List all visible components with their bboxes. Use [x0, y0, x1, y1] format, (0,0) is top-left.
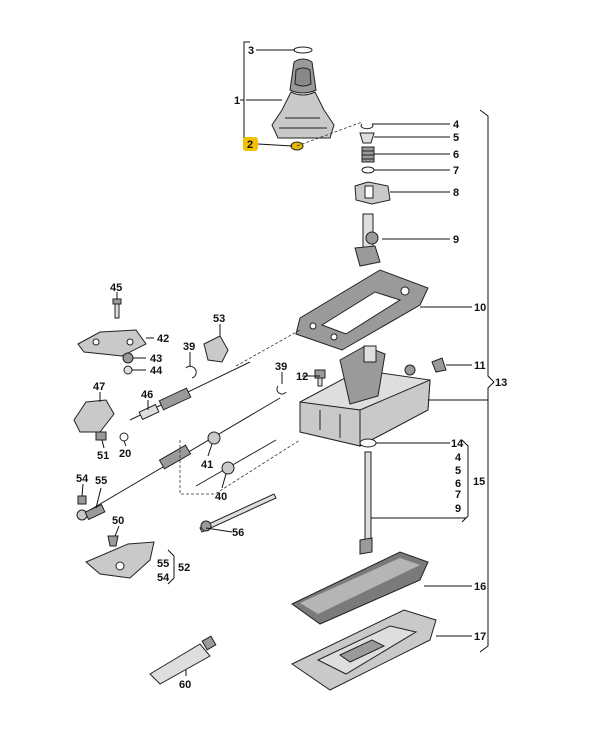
part-15-selector-rod [359, 451, 373, 555]
part-16-insulation-mat [291, 551, 429, 625]
callout-56: 56 [232, 527, 244, 539]
callout-7: 7 [453, 165, 459, 177]
part-11-nut [431, 357, 447, 373]
highlight-box-part-2 [243, 137, 258, 151]
callout-60: 60 [179, 679, 191, 691]
part-39-clip-right [276, 385, 287, 395]
callout-6b: 6 [455, 478, 461, 490]
part-3-ring [293, 46, 313, 54]
part-52-bracket [85, 541, 155, 579]
part-40-cable [195, 439, 277, 487]
callout-6: 6 [453, 149, 459, 161]
callout-4: 4 [453, 119, 460, 131]
callout-51: 51 [97, 450, 109, 462]
callout-3: 3 [248, 45, 254, 57]
callout-9: 9 [453, 234, 459, 246]
callout-55-top: 55 [95, 475, 107, 487]
callout-54-bottom: 54 [157, 572, 170, 584]
callout-5b: 5 [455, 465, 461, 477]
callout-16: 16 [474, 581, 486, 593]
callout-50: 50 [112, 515, 124, 527]
callout-17: 17 [474, 631, 486, 643]
part-43-bushing [122, 352, 134, 364]
part-1-gear-knob [271, 58, 335, 139]
part-6-spring [361, 146, 375, 163]
part-13-shift-housing [299, 345, 431, 447]
part-51-bush [95, 431, 107, 441]
part-41-cable [89, 397, 281, 511]
part-53-bracket [203, 335, 229, 363]
callout-47: 47 [93, 381, 105, 393]
callout-11: 11 [474, 360, 486, 372]
part-47-lever [73, 399, 115, 433]
callout-40: 40 [215, 491, 227, 503]
part-54-nut [77, 495, 87, 505]
part-14-washer [359, 438, 377, 448]
callout-55-bottom: 55 [157, 558, 169, 570]
part-4-circlip [360, 123, 374, 130]
part-5-cup [359, 132, 375, 144]
callout-10: 10 [474, 302, 486, 314]
part-44-bushing [123, 365, 133, 375]
cable-route-dashed [179, 439, 301, 495]
part-12-bolt [314, 369, 326, 387]
callout-41: 41 [201, 459, 213, 471]
callout-52: 52 [178, 562, 190, 574]
part-17-cover-frame [291, 609, 437, 691]
part-56-tie [199, 493, 277, 533]
part-45-screw [112, 298, 122, 319]
callout-1: 1 [234, 95, 240, 107]
callout-7b: 7 [455, 489, 461, 501]
callout-42: 42 [157, 333, 169, 345]
callout-39-right: 39 [275, 361, 287, 373]
part-55-end [76, 503, 106, 521]
callout-54-top: 54 [76, 473, 89, 485]
callout-4b: 4 [455, 452, 462, 464]
callout-20: 20 [119, 448, 131, 460]
callout-2: 2 [247, 139, 253, 151]
callout-5: 5 [453, 132, 459, 144]
callout-39-left: 39 [183, 341, 195, 353]
part-9-gear-lever [354, 213, 381, 267]
part-7-washer [361, 166, 375, 174]
callout-15: 15 [473, 476, 485, 488]
part-20-clip [119, 432, 129, 442]
callout-46: 46 [141, 389, 153, 401]
callout-43: 43 [150, 353, 162, 365]
callout-44: 44 [150, 365, 163, 377]
part-42-bracket [77, 329, 147, 357]
part-39-clip-left [185, 365, 197, 379]
callout-53: 53 [213, 313, 225, 325]
callout-13: 13 [495, 377, 507, 389]
part-60-grease-tube [149, 635, 217, 685]
callout-45: 45 [110, 282, 122, 294]
callout-12: 12 [296, 371, 308, 383]
callout-14: 14 [451, 438, 464, 450]
part-46-cable [129, 361, 251, 421]
callout-labels: 3 1 2 4 5 6 7 8 9 10 11 12 13 14 4 5 6 7… [76, 45, 507, 691]
part-50-screw [107, 535, 119, 547]
callout-9b: 9 [455, 503, 461, 515]
callout-8: 8 [453, 187, 459, 199]
